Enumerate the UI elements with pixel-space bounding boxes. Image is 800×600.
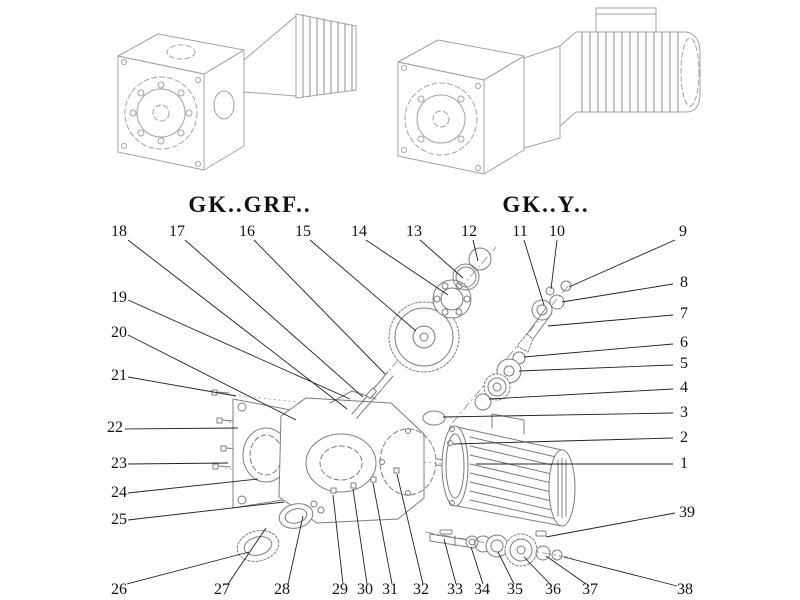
part-bearing-upper	[432, 279, 472, 319]
callout-13: 13	[406, 223, 422, 240]
leader-line-9	[568, 239, 676, 288]
callout-7: 7	[680, 305, 688, 322]
callout-39: 39	[679, 504, 695, 521]
callout-16: 16	[239, 223, 255, 240]
callout-2: 2	[680, 429, 688, 446]
leader-line-25	[127, 501, 285, 521]
leader-line-15	[309, 239, 417, 332]
callout-15: 15	[295, 223, 311, 240]
part-small-fasteners	[310, 500, 325, 514]
leader-line-8	[561, 283, 674, 303]
leader-line-21	[127, 376, 237, 397]
callout-21: 21	[111, 367, 127, 384]
leader-line-2	[452, 437, 674, 445]
leader-line-33	[443, 538, 457, 585]
callout-33: 33	[447, 581, 463, 598]
leader-line-3	[442, 412, 674, 418]
leader-line-37	[545, 555, 587, 585]
callout-26: 26	[111, 581, 127, 598]
leader-line-36	[523, 556, 551, 585]
callout-29: 29	[332, 581, 348, 598]
callout-24: 24	[111, 484, 127, 501]
callout-31: 31	[382, 581, 398, 598]
callout-9: 9	[679, 223, 687, 240]
leader-line-28	[287, 515, 304, 585]
exploded-view	[211, 246, 576, 567]
part-housing	[278, 390, 437, 524]
part-bevel-pinion	[516, 307, 553, 353]
leader-line-17	[184, 239, 364, 398]
callout-18: 18	[111, 223, 127, 240]
leader-line-35	[497, 551, 515, 585]
leader-line-32	[396, 473, 424, 585]
callout-35: 35	[507, 581, 523, 598]
callout-19: 19	[111, 289, 127, 306]
callout-25: 25	[111, 511, 127, 528]
callout-23: 23	[111, 455, 127, 472]
callout-12: 12	[461, 223, 477, 240]
leader-line-22	[124, 427, 239, 430]
leader-line-7	[547, 314, 674, 327]
leader-line-6	[523, 343, 674, 358]
callout-1: 1	[680, 455, 688, 472]
callout-17: 17	[169, 223, 185, 240]
callout-8: 8	[680, 274, 688, 291]
drawing-gk-grf	[117, 13, 357, 171]
part-output-shaft	[429, 529, 469, 548]
leader-line-20	[127, 334, 297, 421]
callout-22: 22	[107, 419, 123, 436]
leader-line-4	[488, 388, 674, 400]
part-motor	[436, 413, 576, 527]
callout-37: 37	[582, 581, 598, 598]
model-label-gk-grf: GK..GRF..	[188, 192, 311, 217]
leader-line-16	[253, 239, 386, 375]
drawing-gk-y	[397, 7, 701, 175]
leader-line-26	[126, 551, 250, 585]
callout-27: 27	[214, 581, 230, 598]
callout-34: 34	[474, 581, 490, 598]
leader-line-34	[470, 546, 484, 585]
leader-line-30	[352, 488, 368, 585]
callout-38: 38	[677, 581, 693, 598]
leader-line-5	[518, 364, 674, 372]
callout-5: 5	[680, 355, 688, 372]
leader-line-13	[419, 239, 464, 279]
leader-line-27	[227, 527, 267, 585]
leader-line-18	[127, 239, 348, 410]
callout-30: 30	[357, 581, 373, 598]
leader-line-24	[127, 478, 259, 494]
part-washers-pinion	[422, 351, 526, 426]
callout-20: 20	[111, 324, 127, 341]
leader-line-12	[472, 239, 479, 262]
part-rings-pinion	[531, 280, 572, 321]
leader-line-19	[127, 299, 351, 400]
part-shaft-spacers	[465, 530, 563, 567]
leader-line-31	[372, 482, 393, 585]
leader-line-38	[563, 556, 678, 587]
callout-28: 28	[274, 581, 290, 598]
callout-3: 3	[680, 404, 688, 421]
callout-36: 36	[545, 581, 561, 598]
callout-14: 14	[351, 223, 367, 240]
callout-10: 10	[549, 223, 565, 240]
model-label-gk-y: GK..Y..	[502, 192, 589, 217]
part-output-bearing-ring	[278, 503, 314, 529]
leader-line-29	[332, 494, 344, 585]
callout-11: 11	[512, 223, 527, 240]
part-rings-upper	[452, 247, 492, 291]
leader-line-10	[550, 239, 558, 290]
part-input-shaft	[351, 371, 394, 419]
callout-32: 32	[413, 581, 429, 598]
callout-4: 4	[680, 379, 688, 396]
callout-6: 6	[680, 334, 688, 351]
leader-line-39	[545, 512, 676, 538]
leader-line-14	[365, 239, 449, 296]
part-gear-large	[388, 301, 460, 373]
leader-line-23	[127, 462, 229, 465]
leader-line-11	[523, 239, 545, 306]
part-output-seal-ring	[236, 530, 280, 562]
